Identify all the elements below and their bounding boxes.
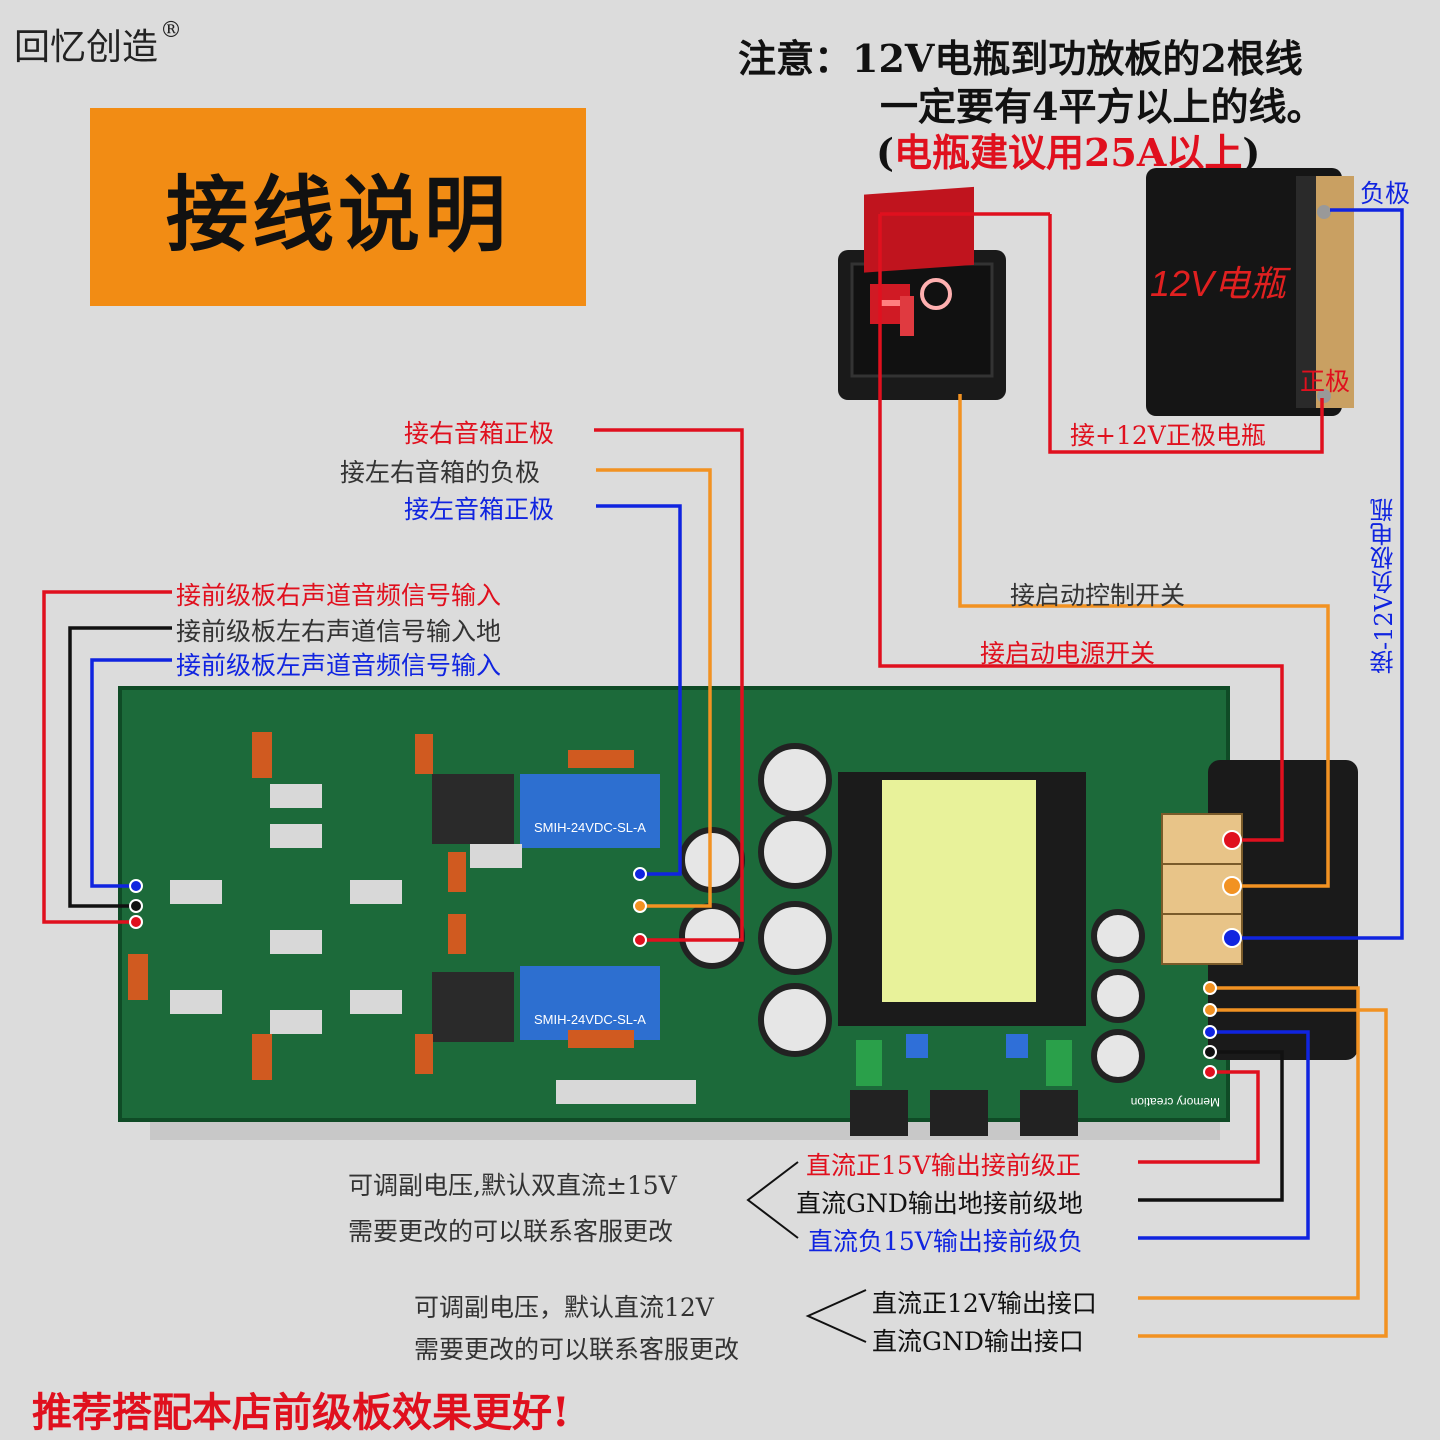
dc15-negative-label: 直流负15V输出接前级负: [808, 1227, 1083, 1256]
notice-line-3: (电瓶建议用25A以上): [876, 130, 1261, 175]
svg-text:Memory creation: Memory creation: [1131, 1095, 1220, 1109]
right-input-label: 接前级板右声道音频信号输入: [176, 581, 502, 610]
left-speaker-positive-label: 接左音箱正极: [404, 495, 555, 524]
speaker-negative-label: 接左右音箱的负极: [340, 458, 541, 487]
left-input-label: 接前级板左声道音频信号输入: [176, 651, 502, 680]
right-speaker-positive-label: 接右音箱正极: [404, 419, 555, 448]
power-switch-label: 接启动电源开关: [980, 639, 1156, 668]
relay-upper: [520, 774, 660, 848]
dc12-positive-label: 直流正12V输出接口: [872, 1289, 1097, 1318]
battery-negative-label: 负极: [1360, 179, 1411, 208]
svg-text:SMIH-24VDC-SL-A: SMIH-24VDC-SL-A: [534, 1012, 646, 1027]
dc12-gnd-label: 直流GND输出接口: [872, 1327, 1084, 1356]
brand-name: 回忆创造®: [14, 18, 183, 68]
notice-line-2: 一定要有4平方以上的线。: [880, 84, 1325, 129]
page-title: 接线说明: [165, 166, 510, 263]
to-battery-positive-label: 接+12V正极电瓶: [1070, 421, 1266, 450]
title-banner: 接线说明: [90, 108, 586, 306]
relay-lower: [520, 966, 660, 1040]
rocker-switch: [838, 186, 1006, 400]
dc15-positive-label: 直流正15V输出接前级正: [806, 1151, 1081, 1180]
battery-positive-label: 正极: [1300, 367, 1351, 396]
cooling-fan: [1208, 760, 1358, 1060]
dc15-note-2: 需要更改的可以联系客服更改: [348, 1217, 674, 1246]
svg-text:SMIH-24VDC-SL-A: SMIH-24VDC-SL-A: [534, 820, 646, 835]
to-battery-negative-label: 接-12V负极电瓶: [1370, 498, 1398, 674]
control-switch-label: 接启动控制开关: [1010, 581, 1186, 610]
dc15-gnd-label: 直流GND输出地接前级地: [796, 1189, 1083, 1218]
dc12-note-2: 需要更改的可以联系客服更改: [414, 1335, 740, 1364]
dc15-note-1: 可调副电压,默认双直流±15V: [348, 1171, 677, 1200]
recommendation-footer: 推荐搭配本店前级板效果更好!: [32, 1389, 570, 1436]
amplifier-board: SMIH-24VDC-SL-A SMIH-24VDC-SL-A: [118, 686, 1358, 1140]
notice-line-1: 注意：12V电瓶到功放板的2根线: [738, 36, 1303, 81]
battery-12v: 12V电瓶: [1146, 168, 1354, 416]
dc12-note-1: 可调副电压，默认直流12V: [414, 1293, 714, 1322]
input-ground-label: 接前级板左右声道信号输入地: [176, 617, 502, 646]
battery-label: 12V电瓶: [1150, 263, 1291, 304]
